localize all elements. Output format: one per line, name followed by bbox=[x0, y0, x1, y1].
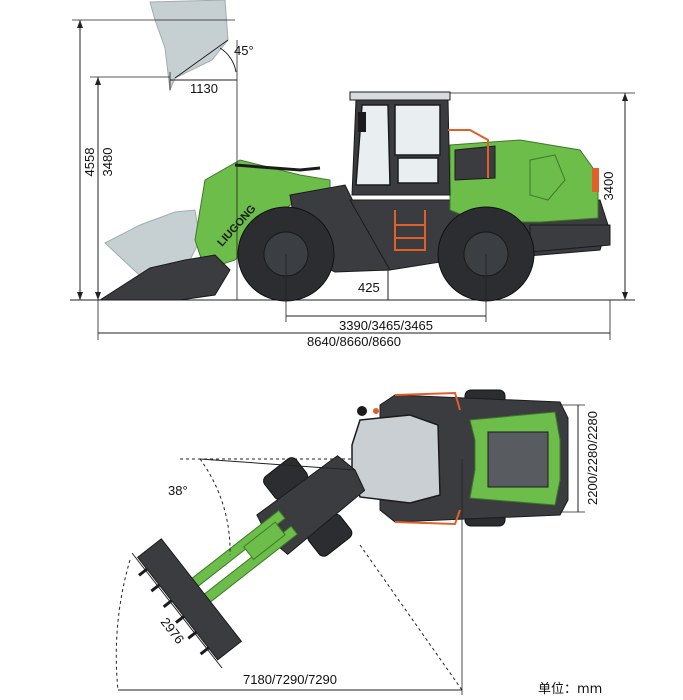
arrow bbox=[95, 292, 101, 300]
turning-radius-ref bbox=[359, 544, 463, 691]
length-dim-label: 8640/8660/8660 bbox=[307, 334, 401, 349]
articulation-arc bbox=[199, 458, 231, 556]
cross-tube bbox=[242, 521, 286, 561]
arrow bbox=[77, 20, 83, 28]
side-view: LIUGONG bbox=[70, 0, 635, 349]
raised-bucket-ghost bbox=[149, 0, 229, 92]
dump-height-dim-label: 3480 bbox=[100, 148, 115, 177]
tail-light bbox=[592, 168, 599, 192]
handrail bbox=[448, 129, 489, 178]
cab-roof-top bbox=[351, 414, 441, 504]
dump-angle-label: 45° bbox=[234, 43, 254, 58]
top-view: 38° 2976 2200/2280/2280 7180/7290/7290 bbox=[115, 389, 600, 695]
arrow bbox=[77, 292, 83, 300]
bucket-width-dim-line bbox=[131, 552, 223, 669]
mirror bbox=[358, 112, 366, 132]
reach-dim-label: 1130 bbox=[190, 81, 218, 96]
cab-height-dim-label: 3400 bbox=[601, 172, 616, 201]
dump-angle-line bbox=[174, 39, 229, 79]
arrow bbox=[622, 292, 628, 300]
max-height-dim-label: 4558 bbox=[82, 148, 97, 177]
cab-door-window bbox=[394, 104, 441, 156]
bucket bbox=[98, 254, 231, 301]
beacon-top bbox=[373, 408, 379, 414]
articulation-angle-label: 38° bbox=[168, 483, 188, 498]
bucket-width-dim-label: 2976 bbox=[158, 615, 188, 647]
ladder bbox=[394, 210, 426, 251]
tilt-linkage bbox=[234, 163, 321, 172]
bucket-top bbox=[136, 538, 243, 661]
arrow bbox=[622, 93, 628, 101]
mirror-top bbox=[357, 406, 367, 416]
unit-label: 单位：mm bbox=[538, 682, 602, 697]
radiator-cover bbox=[487, 431, 549, 488]
hood-grille bbox=[454, 145, 496, 181]
turning-radius-dim-label: 7180/7290/7290 bbox=[243, 672, 337, 687]
handrail-bottom bbox=[394, 509, 461, 526]
width-dim-label: 2200/2280/2280 bbox=[585, 411, 600, 505]
front-frame-articulated bbox=[136, 455, 366, 661]
turning-arc-outer bbox=[115, 559, 131, 691]
cab-lower-window bbox=[397, 157, 439, 184]
arrow bbox=[95, 77, 101, 85]
wheelbase-dim-label: 3390/3465/3465 bbox=[339, 318, 433, 333]
hood-panel bbox=[529, 154, 566, 201]
handrail-top bbox=[394, 391, 461, 411]
cab-roof bbox=[349, 91, 451, 101]
articulation-ref bbox=[199, 458, 356, 471]
clearance-dim-label: 425 bbox=[358, 280, 380, 295]
dump-angle-arc bbox=[219, 47, 237, 73]
